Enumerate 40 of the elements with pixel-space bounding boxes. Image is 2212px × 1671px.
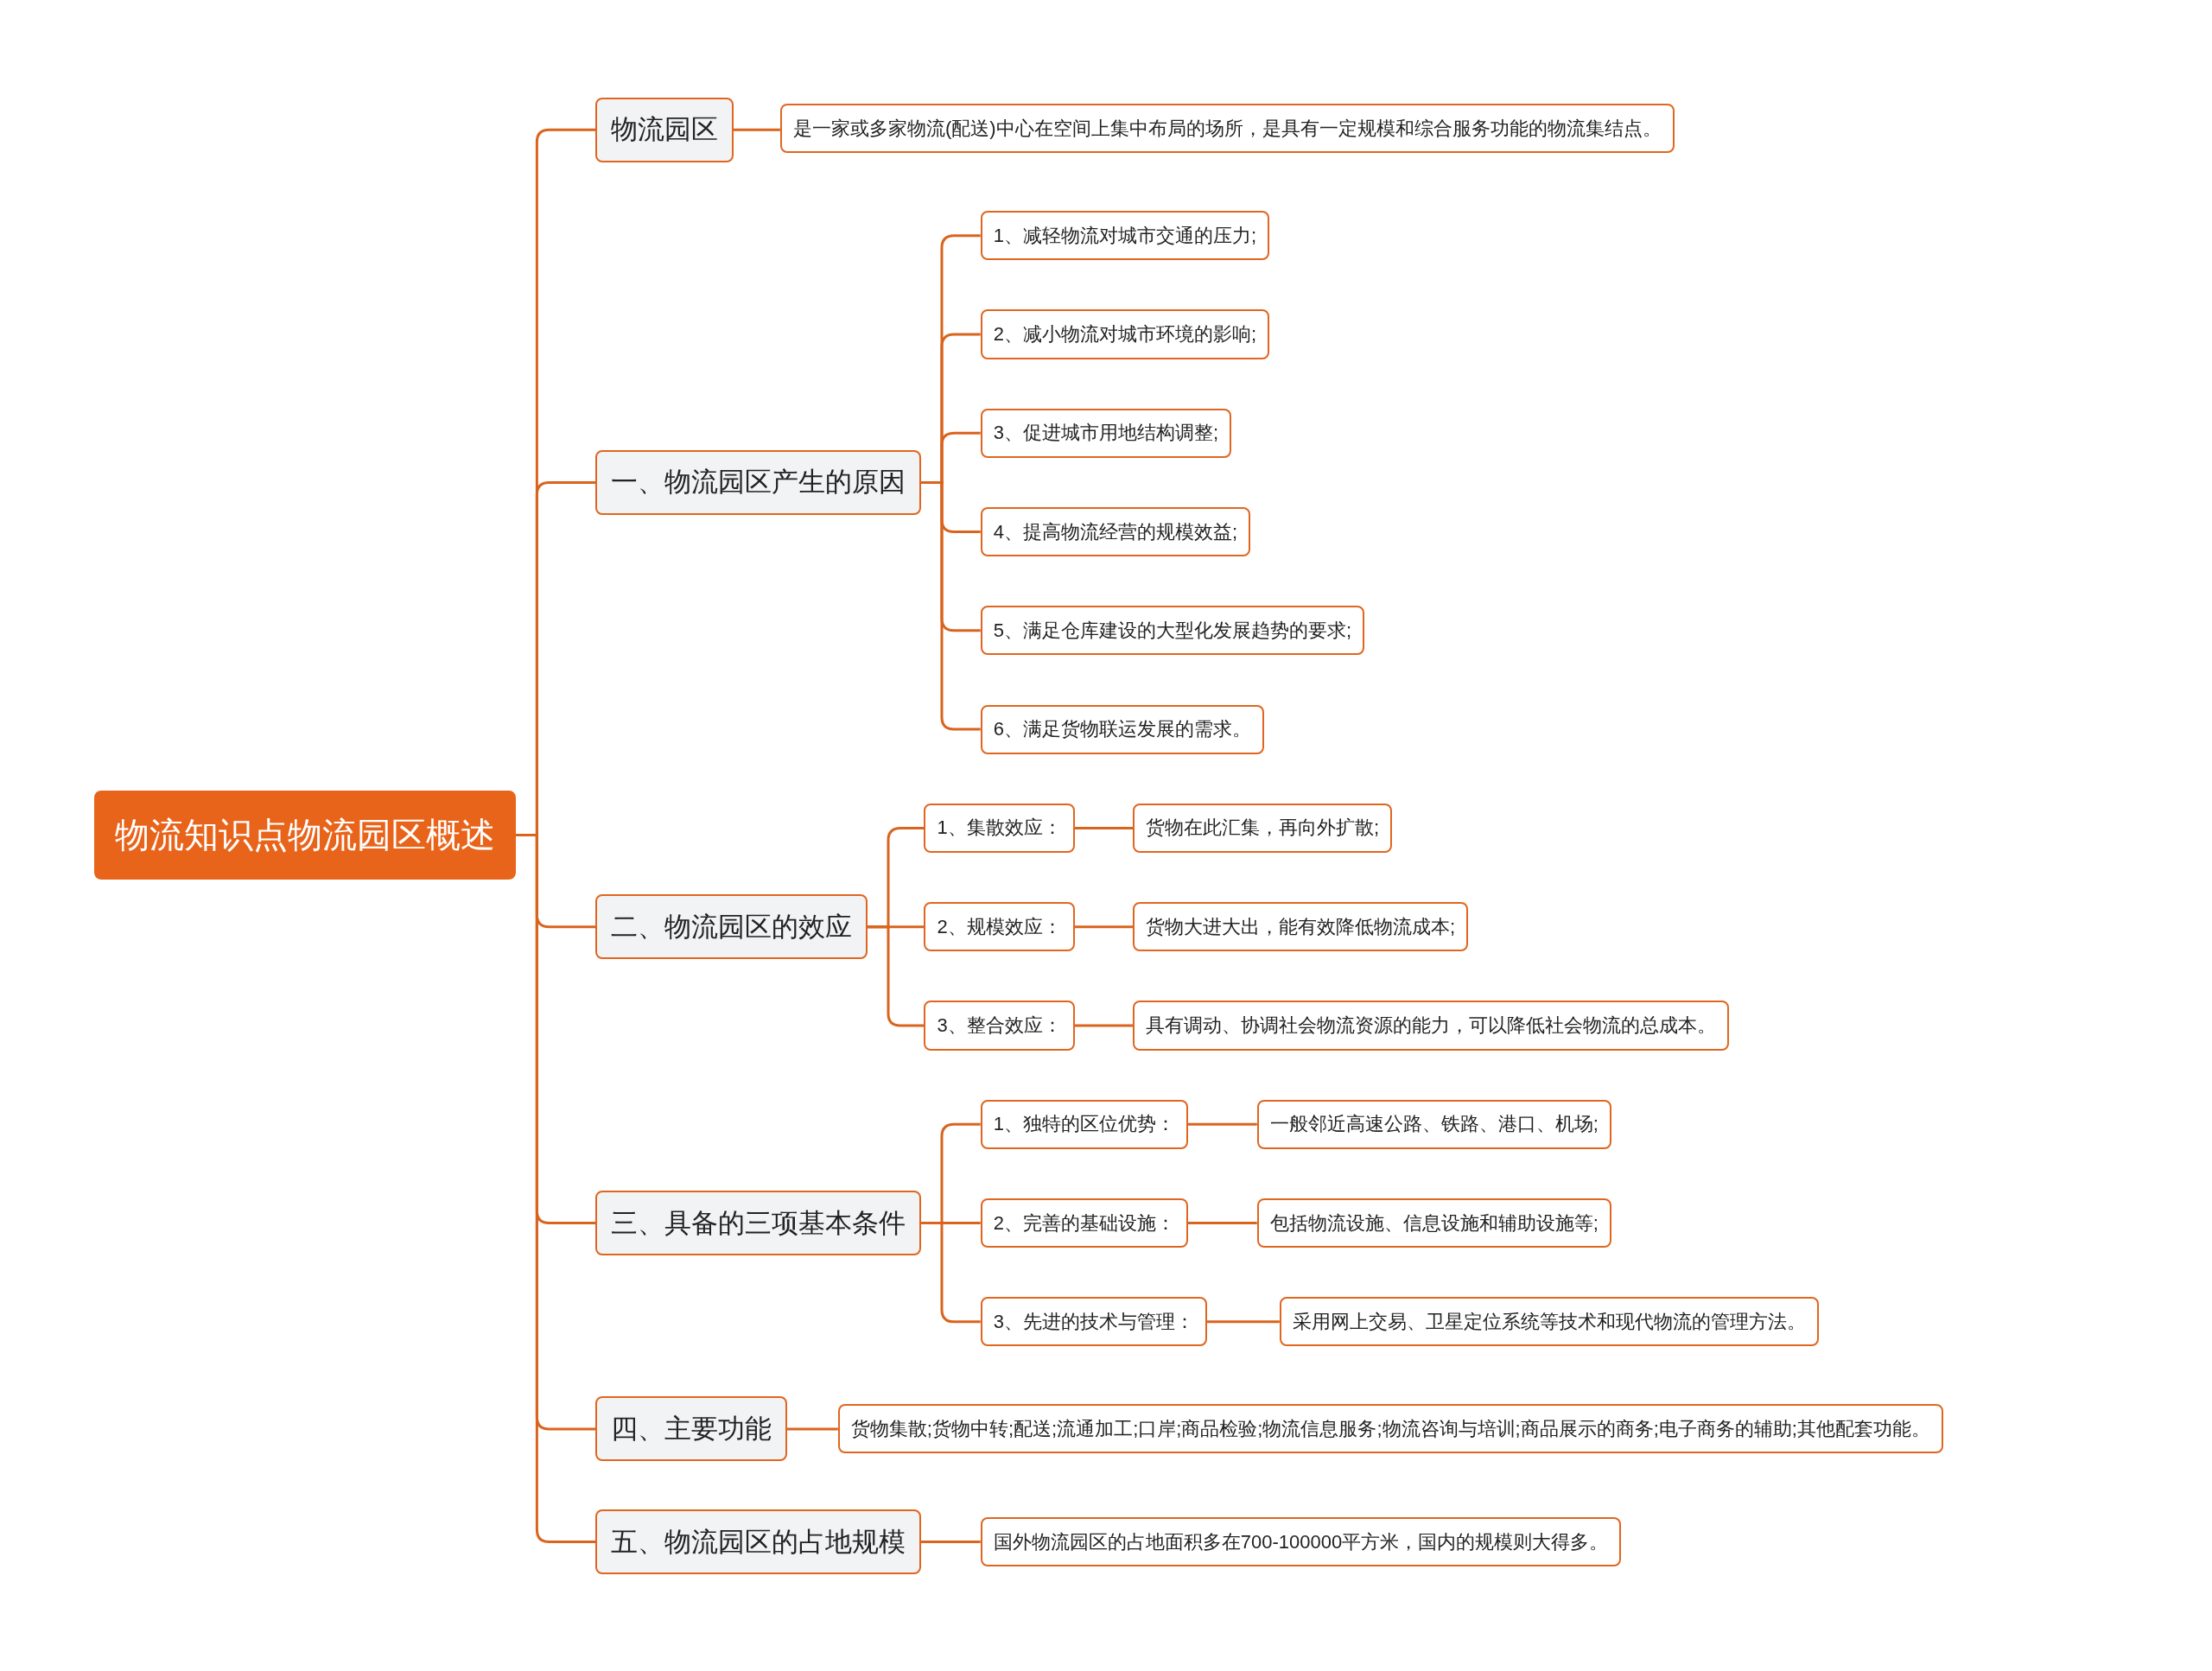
connector-line xyxy=(734,128,780,131)
subtopic-box: 5、满足仓库建设的大型化发展趋势的要求; xyxy=(980,606,1365,656)
connector-line xyxy=(1074,826,1134,829)
topic-box: 一、物流园区产生的原因 xyxy=(595,449,921,515)
connector-line xyxy=(1187,1122,1257,1126)
subtopic-box: 是一家或多家物流(配送)中心在空间上集中布局的场所，是具有一定规模和综合服务功能的物流集结点。 xyxy=(779,104,1675,154)
subtopic-box: 3、促进城市用地结构调整; xyxy=(980,408,1232,458)
subtopic-box: 1、独特的区位优势： xyxy=(980,1099,1188,1149)
subtopic-box: 1、减轻物流对城市交通的压力; xyxy=(980,211,1270,261)
subtopic-box: 具有调动、协调社会物流资源的能力，可以降低社会物流的总成本。 xyxy=(1133,1001,1730,1051)
connector-line xyxy=(1206,1320,1280,1324)
topic-box: 物流园区 xyxy=(595,97,734,162)
subtopic-box: 一般邻近高速公路、铁路、港口、机场; xyxy=(1256,1099,1611,1149)
connector-line xyxy=(787,1427,838,1431)
connector-line xyxy=(921,1541,981,1544)
topic-box: 四、主要功能 xyxy=(595,1396,787,1462)
subtopic-box: 2、完善的基础设施： xyxy=(980,1198,1188,1248)
subtopic-box: 3、整合效应： xyxy=(924,1001,1075,1051)
subtopic-box: 6、满足货物联运发展的需求。 xyxy=(980,704,1264,754)
topic-box: 三、具备的三项基本条件 xyxy=(595,1191,921,1256)
topic-box: 五、物流园区的占地规模 xyxy=(595,1509,921,1575)
subtopic-box: 货物大进大出，能有效降低物流成本; xyxy=(1133,902,1469,952)
connector-line xyxy=(921,1222,981,1324)
subtopic-box: 采用网上交易、卫星定位系统等技术和现代物流的管理方法。 xyxy=(1279,1297,1819,1347)
subtopic-box: 2、规模效应： xyxy=(924,902,1075,952)
subtopic-box: 国外物流园区的占地面积多在700-100000平方米，国内的规模则大得多。 xyxy=(980,1516,1622,1567)
subtopic-box: 4、提高物流经营的规模效益; xyxy=(980,506,1251,557)
subtopic-box: 包括物流设施、信息设施和辅助设施等; xyxy=(1256,1198,1611,1248)
subtopic-box: 1、集散效应： xyxy=(924,803,1075,853)
subtopic-box: 2、减小物流对城市环境的影响; xyxy=(980,309,1270,359)
connector-line xyxy=(868,925,925,1027)
subtopic-box: 货物集散;货物中转;配送;流通加工;口岸;商品检验;物流信息服务;物流咨询与培训;商品展示的商务;电子商务的辅助;其他配套功能。 xyxy=(837,1404,1943,1454)
connector-line xyxy=(1187,1222,1257,1225)
root-topic-box: 物流知识点物流园区概述 xyxy=(94,791,517,880)
connector-line xyxy=(1074,1024,1134,1027)
subtopic-box: 货物在此汇集，再向外扩散; xyxy=(1133,803,1393,853)
topic-box: 二、物流园区的效应 xyxy=(595,894,868,960)
connector-line xyxy=(921,480,981,731)
connector-line xyxy=(1074,925,1134,929)
subtopic-box: 3、先进的技术与管理： xyxy=(980,1297,1207,1347)
